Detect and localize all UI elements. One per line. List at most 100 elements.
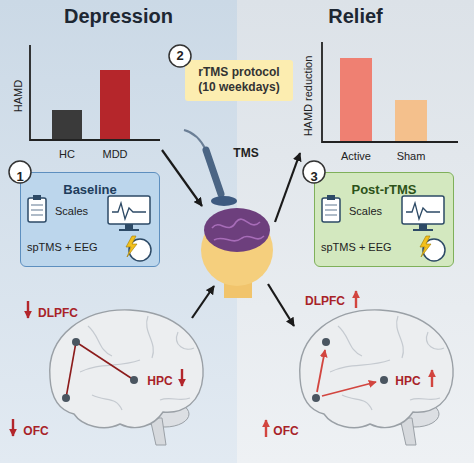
- brain-after: [342, 395, 372, 410]
- axis-label: HAMD reduction: [302, 56, 314, 137]
- brain-after: [265, 420, 267, 437]
- brain-before: [50, 310, 203, 428]
- flow-arrows: [268, 284, 294, 326]
- callout-number: 2: [168, 44, 192, 68]
- brain-before: [177, 332, 194, 349]
- baseline-chart: [100, 70, 130, 140]
- region-label: HPC: [145, 374, 174, 388]
- baseline-icons: [31, 214, 43, 215]
- brain-after: [300, 310, 453, 428]
- brain-after: [322, 338, 330, 346]
- brain-before: [66, 342, 76, 398]
- post-icons: [402, 196, 444, 224]
- item-text: Scales: [55, 205, 88, 217]
- brain-before: [160, 398, 190, 400]
- category-label: Sham: [397, 150, 426, 162]
- box-heading: Post-rTMS: [319, 177, 449, 197]
- baseline-chart: [30, 45, 160, 140]
- circle-outline: [169, 45, 191, 67]
- brain-before: [27, 301, 29, 318]
- axis-label: HAMD: [12, 80, 24, 112]
- brain-after: [397, 316, 404, 358]
- tms-coil: [211, 196, 237, 206]
- brain-before: [12, 419, 14, 436]
- post-icons: [406, 203, 440, 219]
- brain-before: [72, 338, 80, 346]
- tms-coil: [184, 130, 206, 150]
- post-icons: [325, 205, 337, 215]
- reduction-chart: [322, 42, 458, 142]
- baseline-icons: [31, 209, 43, 210]
- brain-after: [380, 376, 388, 384]
- reduction-chart: [395, 100, 427, 142]
- brain-after: [330, 360, 390, 372]
- callout-number: 1: [8, 160, 32, 189]
- baseline-chart: [30, 45, 160, 140]
- brain-before: [92, 395, 122, 410]
- baseline-icons: [108, 196, 150, 224]
- region-label: OFC: [273, 424, 298, 438]
- step-circle: 1: [8, 160, 32, 184]
- tms-coil: [206, 150, 221, 194]
- post-icons: [325, 209, 337, 210]
- tms-coil: [184, 130, 237, 206]
- baseline-icons: [33, 195, 41, 200]
- brain-before: [13, 301, 203, 445]
- brain-after: [355, 291, 357, 308]
- post-icons: [322, 195, 445, 261]
- baseline-icons: [31, 204, 43, 205]
- brain-before: [76, 342, 134, 380]
- region-label: DLPFC: [305, 294, 345, 308]
- baseline-icons: [119, 229, 139, 231]
- head-figure: [214, 236, 264, 241]
- brain-before: [130, 376, 138, 384]
- region-label: OFC: [23, 424, 48, 438]
- post-icons: [423, 239, 445, 261]
- brain-after: [322, 382, 376, 396]
- step-circle: 2: [168, 44, 192, 68]
- item-text: spTMS + EEG: [321, 241, 392, 253]
- baseline-icons: [129, 239, 151, 261]
- brain-after: [330, 316, 444, 410]
- baseline-icons: [126, 236, 137, 257]
- brain-after: [338, 326, 362, 356]
- baseline-icons: [31, 205, 43, 215]
- brain-before: [13, 301, 182, 436]
- step-circle: 3: [302, 160, 326, 184]
- baseline-box: BaselineScalesspTMS + EEG: [20, 172, 160, 267]
- brain-before: [80, 360, 140, 372]
- panel-heading: Relief: [237, 0, 474, 28]
- brain-before: [80, 316, 194, 410]
- box-heading: Baseline: [25, 177, 155, 197]
- baseline-icons: [28, 195, 151, 261]
- item-text: Scales: [349, 205, 382, 217]
- region-label: DLPFC: [38, 306, 78, 320]
- flow-arrows: [192, 286, 214, 318]
- brain-after: [266, 291, 432, 437]
- brain-before: [181, 369, 183, 386]
- flow-arrows: [162, 150, 300, 326]
- head-figure: [204, 208, 270, 252]
- post-icons: [419, 224, 427, 229]
- brain-after: [300, 310, 453, 445]
- baseline-icons: [112, 203, 146, 219]
- head-figure: [201, 208, 273, 298]
- post-icons: [325, 214, 337, 215]
- category-label: Active: [341, 150, 371, 162]
- device-label: TMS: [233, 146, 258, 160]
- reduction-chart: [340, 58, 372, 142]
- brain-after: [266, 291, 453, 445]
- post-icons: [325, 204, 337, 205]
- flow-arrows: [162, 150, 202, 206]
- post-icons: [322, 198, 340, 222]
- protocol-box: rTMS protocol (10 weekdays): [185, 60, 293, 101]
- brain-after: [317, 350, 325, 392]
- brain-after: [431, 370, 433, 387]
- post-icons: [413, 229, 433, 231]
- category-label: MDD: [102, 148, 127, 160]
- head-figure: [212, 219, 260, 228]
- baseline-icons: [28, 198, 46, 222]
- reduction-chart: [322, 42, 458, 142]
